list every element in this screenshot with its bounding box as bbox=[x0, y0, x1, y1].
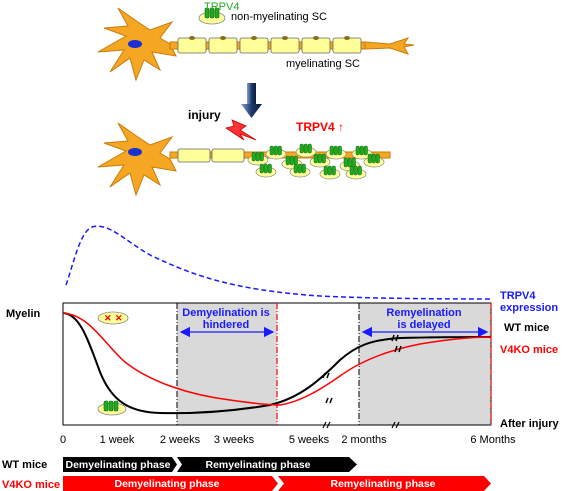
trpv4-channel-icon bbox=[319, 165, 341, 180]
trpv4-channel-icon bbox=[309, 153, 331, 168]
trpv4-channel-icon bbox=[325, 145, 347, 160]
after-injury-label: After injury bbox=[500, 418, 560, 430]
myelin-segment bbox=[270, 36, 300, 54]
demyelination-note-line1: Demyelination is bbox=[182, 307, 269, 319]
wt-mice-legend: WT mice bbox=[504, 322, 549, 334]
trpv4-label: TRPV4 bbox=[204, 1, 239, 13]
x-tick-label: 2 weeks bbox=[160, 434, 201, 446]
v4ko-remyelinating-label: Remyelinating phase bbox=[330, 478, 435, 490]
myelinated-cell-icon: ✕ ✕ bbox=[97, 311, 129, 325]
trpv4-expression-label-line2: expression bbox=[500, 302, 558, 314]
x-tick-label: 0 bbox=[60, 434, 66, 446]
remyelination-note-line1: Remyelination bbox=[386, 307, 461, 319]
v4ko-mice-legend: V4KO mice bbox=[500, 344, 558, 356]
myelin-segment bbox=[208, 36, 238, 54]
wt-demyelinating-label: Demyelinating phase bbox=[65, 459, 170, 471]
trpv4-channel-icon bbox=[295, 143, 317, 158]
svg-text:✕: ✕ bbox=[115, 313, 123, 323]
axis-break-marks bbox=[322, 334, 402, 429]
v4ko-myelin-curve bbox=[62, 312, 492, 406]
trpv4-channel-icon bbox=[198, 7, 226, 25]
myelin-segment bbox=[177, 36, 207, 54]
x-tick-label: 5 weeks bbox=[289, 434, 330, 446]
remyelination-delayed-region bbox=[359, 303, 491, 425]
trpv4-expression-label-line1: TRPV4 bbox=[500, 290, 536, 302]
v4ko-demyelinating-label: Demyelinating phase bbox=[114, 478, 219, 490]
v4ko-remyelinating-phase-bar: Remyelinating phase bbox=[278, 476, 491, 491]
injury-label: injury bbox=[188, 108, 221, 122]
x-tick-label: 2 months bbox=[341, 434, 387, 446]
axon-terminal bbox=[364, 37, 415, 55]
wt-demyelinating-phase-bar: Demyelinating phase bbox=[63, 457, 177, 472]
wt-remyelinating-phase-bar: Remyelinating phase bbox=[177, 457, 357, 472]
trpv4-expression-curve bbox=[65, 225, 493, 300]
trpv4-channel-icon bbox=[265, 145, 287, 160]
remyelination-note-line2: is delayed bbox=[397, 319, 450, 331]
trpv4-channel-icon bbox=[255, 163, 277, 178]
x-axis-ticks: 0 1 week 2 weeks 3 weeks 5 weeks 2 month… bbox=[60, 434, 516, 446]
trpv4-channel-icon bbox=[363, 153, 385, 168]
demyelination-note-line2: hindered bbox=[203, 319, 249, 331]
wt-remyelinating-label: Remyelinating phase bbox=[205, 459, 310, 471]
trpv4-up-label: TRPV4 ↑ bbox=[296, 120, 344, 134]
y-axis-label: Myelin bbox=[6, 308, 41, 320]
wt-phase-row-label: WT mice bbox=[2, 459, 47, 471]
myelin-segment bbox=[239, 36, 269, 54]
nucleus-icon bbox=[128, 148, 142, 156]
v4ko-phase-row-label: V4KO mice bbox=[2, 479, 60, 491]
trpv4-channel-icon bbox=[247, 151, 269, 166]
myelin-segment bbox=[332, 36, 362, 54]
myelin-segment bbox=[301, 36, 331, 54]
svg-text:✕: ✕ bbox=[104, 313, 112, 323]
x-tick-label: 3 weeks bbox=[214, 434, 255, 446]
x-tick-label: 6 Months bbox=[470, 434, 516, 446]
non-myelinating-sc-label: non-myelinating SC bbox=[231, 11, 327, 23]
trpv4-cell-icon bbox=[97, 400, 127, 416]
trpv4-channel-icon bbox=[345, 165, 367, 180]
trpv4-channel-icon bbox=[289, 163, 311, 178]
v4ko-demyelinating-phase-bar: Demyelinating phase bbox=[63, 476, 278, 491]
x-tick-label: 1 week bbox=[100, 434, 135, 446]
healthy-neuron bbox=[97, 7, 415, 82]
injured-neuron bbox=[97, 122, 391, 197]
demyelination-hindered-region bbox=[177, 303, 277, 425]
myelinating-sc-label: myelinating SC bbox=[286, 58, 360, 70]
trpv4-upregulated-cluster bbox=[247, 143, 385, 180]
injury-lightning-icon bbox=[225, 119, 257, 141]
nucleus-icon bbox=[128, 40, 142, 48]
down-arrow-icon bbox=[241, 83, 262, 118]
trpv4-channel-icon bbox=[351, 145, 373, 160]
myelin-sheath-row bbox=[177, 36, 362, 54]
